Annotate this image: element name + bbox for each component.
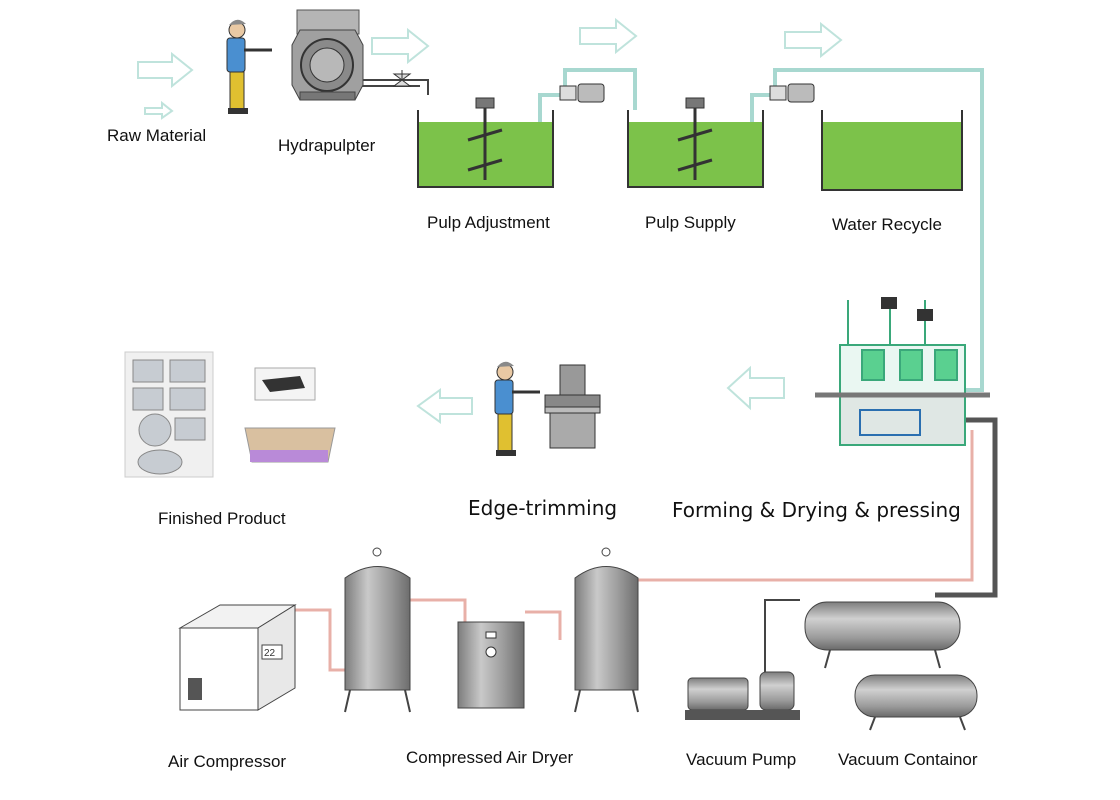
pump-icon [769,83,815,103]
forming-drying-pressing-label: Forming & Drying & pressing [672,498,961,522]
flow-arrow-icon [726,365,785,411]
air-compressor: 22 [178,604,297,711]
air-receiver-tank-2 [574,547,639,713]
pulp-adjustment-label: Pulp Adjustment [427,213,550,232]
water-recycle-tank [821,110,963,191]
hydrapulper [291,9,412,101]
flow-arrow-icon [416,388,473,424]
vacuum-pump-unit [685,599,800,720]
compressed-air-dryer-unit [457,621,525,709]
agitator-icon [677,97,713,180]
air-compressor-label: Air Compressor [168,752,287,771]
air-receiver-tank-1 [344,547,411,713]
finished-product-label: Finished Product [158,509,286,528]
flow-arrow-icon [371,27,430,65]
compressed-air-dryer-label: Compressed Air Dryer [406,748,574,767]
worker-icon [494,361,540,456]
pulp-supply-tank [627,97,764,188]
finished-product-images [124,351,336,478]
worker-icon [226,19,272,114]
vacuum-pump-label: Vacuum Pump [686,750,797,769]
flow-arrow-icon [784,21,843,59]
pulp-supply-label: Pulp Supply [645,213,736,232]
edge-trimming-machine [544,364,601,449]
edge-trimming-label: Edge-trimming [468,496,618,520]
raw-material-label: Raw Material [107,126,207,145]
flow-arrow-icon [579,17,638,55]
hydrapulpter-label: Hydrapulpter [278,136,376,155]
water-recycle-label: Water Recycle [832,215,942,234]
vacuum-container-label: Vacuum Containor [838,750,978,769]
agitator-icon [467,97,503,180]
compressor-panel-text: 22 [264,648,276,659]
valve-icon [392,70,412,87]
forming-drying-pressing-machine [815,297,990,446]
pump-icon [559,83,605,103]
flow-arrow-icon [144,100,174,120]
flow-arrow-icon [137,51,194,89]
hydrapulper-outlet-pipe [356,79,429,95]
pulp-adjustment-tank [417,97,554,188]
vacuum-container-upper [804,601,961,669]
vacuum-container-lower [854,674,978,731]
